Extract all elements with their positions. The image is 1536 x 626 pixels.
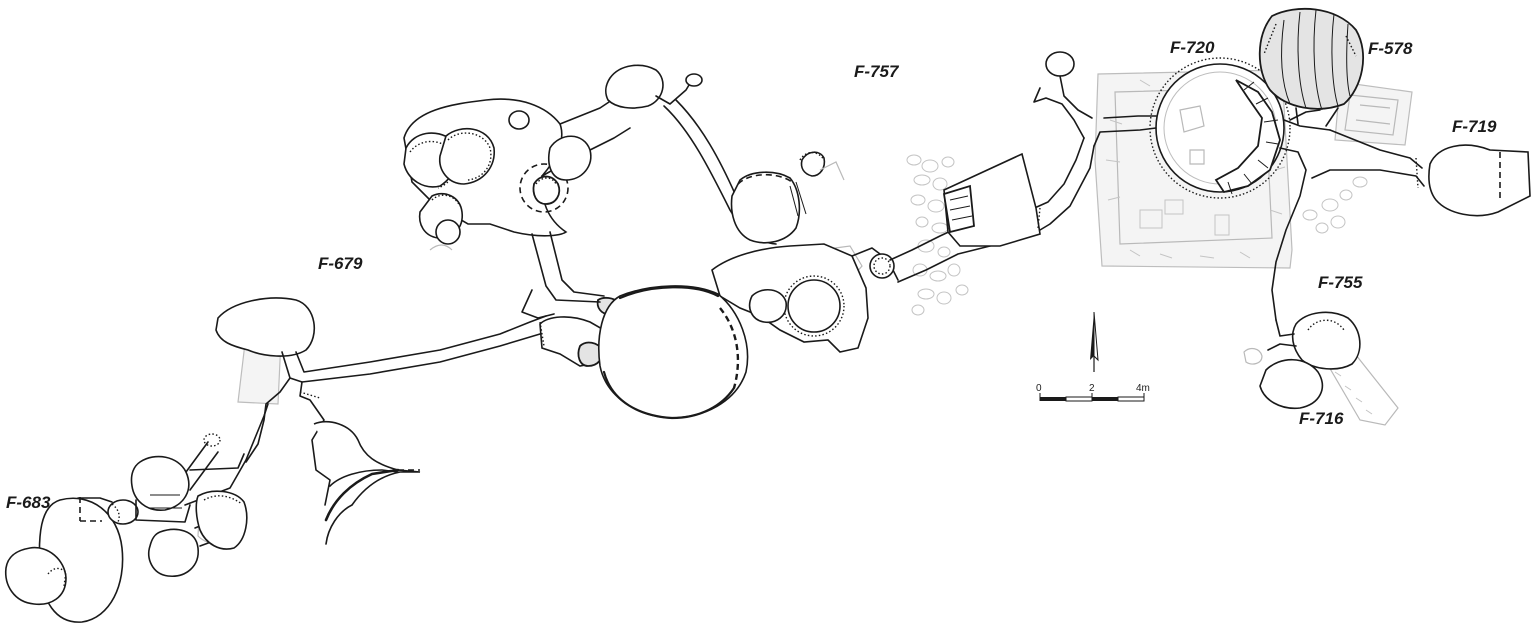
grey-room-f578 [1334, 81, 1413, 146]
feature-f683 [5, 403, 269, 623]
feature-f578 [1258, 7, 1364, 127]
scale-tick-2: 2 [1089, 383, 1095, 394]
label-f757: F-757 [854, 62, 900, 81]
label-f719: F-719 [1452, 117, 1497, 136]
north-arrow-icon [1090, 311, 1099, 372]
label-f755: F-755 [1318, 273, 1363, 292]
label-f578: F-578 [1368, 39, 1413, 58]
cistern-f578 [1258, 7, 1364, 110]
feature-f757 [403, 51, 1095, 420]
scale-tick-0: 0 [1036, 383, 1042, 394]
feature-f716 [1259, 359, 1324, 410]
scale-bar: 0 2 4m [1036, 383, 1150, 402]
feature-f720 [1093, 57, 1331, 321]
scale-tick-4m: 4m [1136, 383, 1150, 394]
cistern-f719 [1428, 144, 1531, 217]
cistern-f716 [1259, 359, 1324, 410]
feature-f755 [1243, 311, 1361, 370]
feature-labels: F-683 F-679 F-757 F-720 F-578 F-719 F-75… [6, 38, 1497, 512]
cistern-f679 [215, 297, 315, 357]
label-f683: F-683 [6, 493, 51, 512]
feature-f719 [1311, 129, 1531, 217]
feature-f679 [215, 296, 620, 545]
label-f720: F-720 [1170, 38, 1215, 57]
cistern-f755 [1291, 311, 1361, 370]
label-f716: F-716 [1299, 409, 1344, 428]
label-f679: F-679 [318, 254, 363, 273]
